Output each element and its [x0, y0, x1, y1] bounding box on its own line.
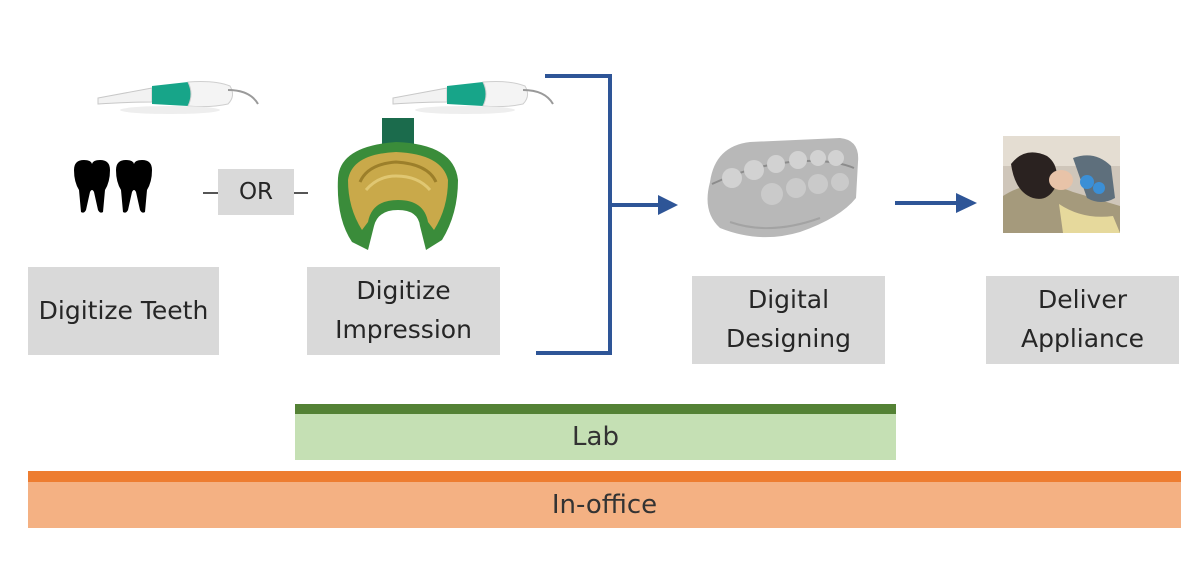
- step-label-line1: Digitize: [356, 276, 451, 306]
- or-box: OR: [218, 169, 294, 215]
- intraoral-scanner-icon: [97, 81, 259, 114]
- intraoral-scanner-icon: [392, 81, 554, 114]
- dental-model-icon: [707, 138, 859, 238]
- step-label: Digitize Teeth: [38, 295, 209, 325]
- impression-tray-icon: [337, 118, 458, 250]
- step-label-line2: Impression: [335, 315, 472, 344]
- or-line-right: [294, 192, 308, 194]
- step-label-line2: Appliance: [1020, 324, 1145, 353]
- patient-photo-icon: [1003, 136, 1120, 233]
- step-digital-designing: Digital Designing: [692, 276, 885, 364]
- or-line-left: [203, 192, 218, 194]
- lab-band: Lab: [295, 414, 896, 460]
- lab-band-label: Lab: [572, 422, 619, 452]
- step-label-line1: Deliver: [1038, 285, 1127, 315]
- step-digitize-impression: Digitize Impression: [307, 267, 500, 355]
- or-label: OR: [238, 179, 274, 205]
- step-deliver-appliance: Deliver Appliance: [986, 276, 1179, 364]
- step-label-line1: Digital: [747, 285, 830, 315]
- step-label-line2: Designing: [726, 324, 851, 353]
- in-office-band-top-bar: [28, 471, 1181, 482]
- step-digitize-teeth: Digitize Teeth: [28, 267, 219, 355]
- in-office-band-label: In-office: [551, 490, 658, 520]
- lab-band-top-bar: [295, 404, 896, 414]
- teeth-icon: [74, 160, 152, 213]
- in-office-band: In-office: [28, 482, 1181, 528]
